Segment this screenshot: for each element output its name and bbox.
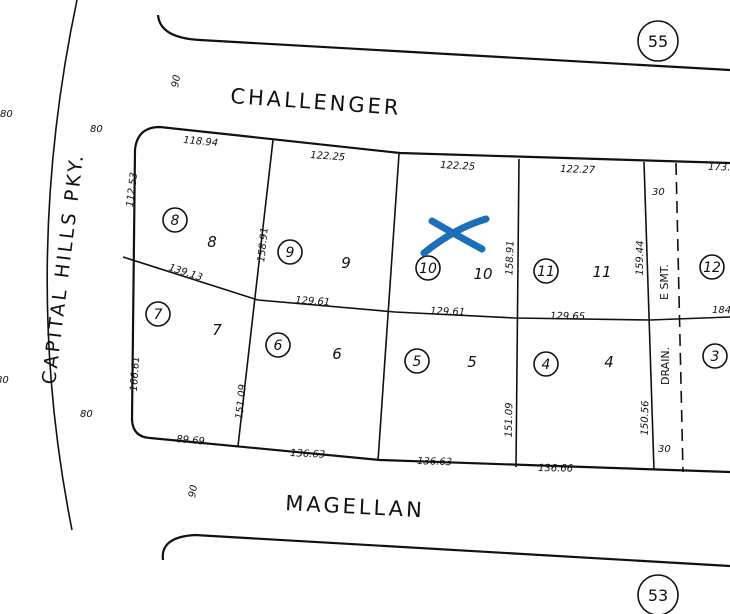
dimension-label: 184 <box>712 305 730 316</box>
lot-circle-number: 11 <box>537 264 555 280</box>
lot-circle <box>145 301 171 327</box>
street-width: 80 <box>0 375 9 386</box>
dimension-label: 129.61 <box>430 306 465 318</box>
lot-number: 6 <box>332 345 342 363</box>
lot-circle-number: 3 <box>711 349 720 365</box>
lot-circle-number: 7 <box>154 307 163 323</box>
lot-number: 9 <box>341 254 351 272</box>
lot-circle <box>404 348 430 374</box>
street-name-south: MAGELLAN <box>285 491 426 522</box>
dimension-label: 129.61 <box>295 295 331 308</box>
dimension-label: 139.13 <box>167 262 204 283</box>
lot-line <box>377 153 400 462</box>
easement-width: 30 <box>658 444 671 455</box>
street-name-north: CHALLENGER <box>230 84 403 120</box>
magellan-street-edge <box>161 533 730 568</box>
lot-number: 11 <box>592 263 611 281</box>
street-name-west: CAPITAL HILLS PKY. <box>38 151 88 385</box>
lot-circle-number: 6 <box>274 338 283 354</box>
challenger-street-edge <box>156 14 730 72</box>
lot-8: 88 <box>162 207 217 251</box>
page-ref-top-label: 55 <box>648 32 668 51</box>
dimension-label: 151.09 <box>234 384 249 420</box>
dimensions: 118.94 122.25 122.25 122.27 173.0 139.13 129.6… <box>125 135 730 475</box>
lot-number: 4 <box>604 353 614 371</box>
dimension-label: 122.25 <box>440 160 476 173</box>
street-width: 80 <box>80 409 93 420</box>
lot-circle <box>699 254 725 280</box>
page-ref-bottom-label: 53 <box>648 586 668 605</box>
dimension-label: 118.94 <box>183 135 219 149</box>
dimension-label: 112.53 <box>125 172 140 208</box>
dimension-label: 122.25 <box>310 150 346 163</box>
lot-circle <box>415 255 441 281</box>
lot-circle-number: 5 <box>413 354 422 370</box>
lot-3: 3 <box>702 343 728 369</box>
page-ref-bottom: 53 <box>637 574 679 614</box>
lot-10: 10 10 <box>415 255 493 283</box>
capital-hills-pkwy-centerline <box>46 0 78 531</box>
street-width: 80 <box>0 109 13 120</box>
lot-12: 12 <box>699 254 725 280</box>
block-boundary <box>130 125 730 474</box>
lot-line <box>515 158 520 468</box>
lot-number: 7 <box>212 321 222 339</box>
street-width: 80 <box>90 124 103 135</box>
easement-label: DRAIN. <box>659 347 672 385</box>
lot-number: 10 <box>473 265 492 283</box>
dimension-label: 173.0 <box>708 162 730 173</box>
lot-circle-number: 9 <box>286 245 295 261</box>
lot-circle <box>277 239 303 265</box>
marker-x <box>420 215 490 257</box>
lot-number: 5 <box>467 353 477 371</box>
lot-circle <box>265 332 291 358</box>
dimension-label: 151.09 <box>504 402 516 437</box>
lot-number: 8 <box>207 233 217 251</box>
lot-circle-number: 10 <box>419 261 437 277</box>
lot-circle-number: 8 <box>171 213 180 229</box>
lot-9: 99 <box>277 239 351 272</box>
lot-7: 77 <box>145 301 222 339</box>
dimension-label: 136.63 <box>417 456 452 468</box>
lot-circle <box>533 258 559 284</box>
lot-circle-number: 12 <box>703 260 721 276</box>
lot-line <box>643 161 655 471</box>
dimension-label: 158.91 <box>504 240 516 275</box>
lot-line <box>122 256 730 321</box>
dimension-label: 158.91 <box>256 227 271 263</box>
dimension-label: 122.27 <box>560 164 596 176</box>
lot-circle <box>162 207 188 233</box>
lot-circle <box>702 343 728 369</box>
easement-width: 30 <box>652 187 665 198</box>
easement-label: E SMT. <box>658 264 671 300</box>
dimension-label: 136.66 <box>538 463 573 475</box>
street-width: 90 <box>170 74 183 88</box>
dimension-label: 136.63 <box>290 448 326 461</box>
dimension-label: 159.44 <box>635 240 647 275</box>
dimension-label: 166.61 <box>129 356 142 392</box>
dimension-label: 150.56 <box>640 400 652 435</box>
page-ref-top: 55 <box>637 20 679 62</box>
lot-line <box>237 139 274 447</box>
street-width: 90 <box>187 484 200 498</box>
lot-11: 11 11 <box>533 258 612 284</box>
dimension-label: 89.69 <box>176 434 205 447</box>
dimension-label: 129.65 <box>550 311 585 323</box>
lot-circle <box>533 351 559 377</box>
lot-circle-number: 4 <box>542 357 551 373</box>
drainage-easement-line <box>675 162 684 473</box>
